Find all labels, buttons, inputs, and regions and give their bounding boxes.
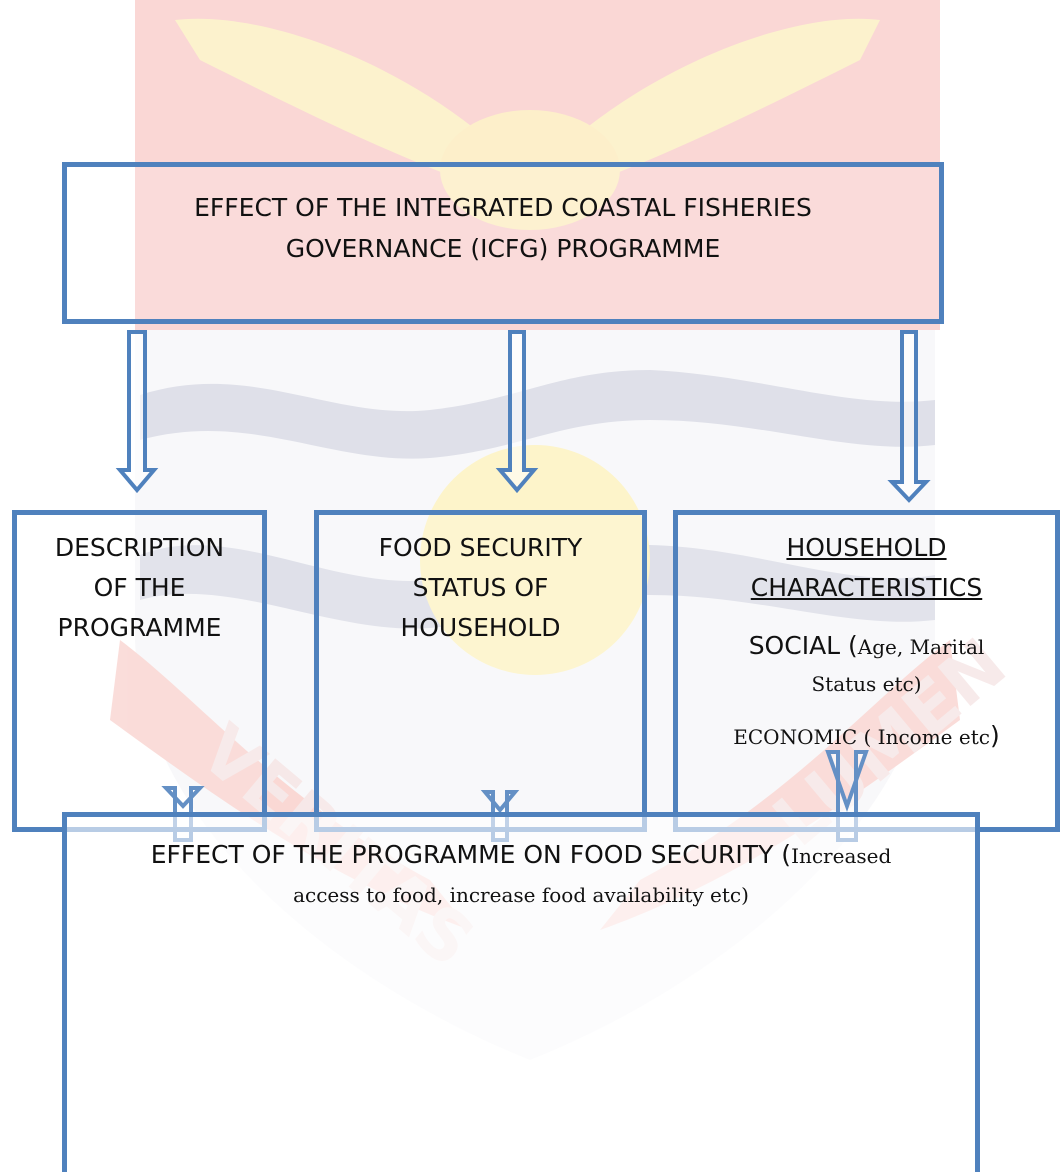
effect-box: EFFECT OF THE PROGRAMME ON FOOD SECURITY… — [62, 812, 980, 1172]
effect-label: EFFECT OF THE PROGRAMME ON FOOD SECURITY… — [150, 840, 792, 869]
economic-label: ECONOMIC ( Income etc — [733, 725, 990, 749]
programme-box: EFFECT OF THE INTEGRATED COASTAL FISHERI… — [62, 162, 944, 324]
crest-wave-1 — [140, 370, 935, 459]
social-label: SOCIAL ( — [748, 631, 858, 660]
arrow-top-to-description — [115, 330, 159, 494]
household-heading-line2: CHARACTERISTICS — [750, 573, 983, 602]
food-security-box: FOOD SECURITY STATUS OF HOUSEHOLD — [314, 510, 647, 832]
crest-wing-center — [440, 110, 620, 230]
effect-line1: EFFECT OF THE PROGRAMME ON FOOD SECURITY… — [67, 833, 975, 878]
description-line: OF THE — [93, 573, 186, 602]
social-detail-line2: Status etc) — [811, 672, 922, 696]
social-line: SOCIAL (Age, Marital — [678, 626, 1055, 667]
household-box: HOUSEHOLD CHARACTERISTICS SOCIAL (Age, M… — [673, 510, 1060, 832]
programme-title-line1: EFFECT OF THE INTEGRATED COASTAL FISHERI… — [194, 193, 812, 222]
economic-close: ) — [989, 721, 1000, 750]
description-line: DESCRIPTION — [54, 533, 225, 562]
effect-detail1: Increased — [791, 844, 892, 868]
economic-line: ECONOMIC ( Income etc) — [678, 719, 1055, 754]
description-line: PROGRAMME — [57, 613, 222, 642]
food-security-line: HOUSEHOLD — [400, 613, 561, 642]
arrow-top-to-food-security — [495, 330, 539, 494]
crest-wing-left — [175, 18, 520, 201]
description-box: DESCRIPTION OF THE PROGRAMME — [12, 510, 267, 832]
programme-title-line2: GOVERNANCE (ICFG) PROGRAMME — [285, 234, 721, 263]
social-detail: Age, Marital — [857, 635, 985, 659]
food-security-line: STATUS OF — [412, 573, 549, 602]
effect-detail2: access to food, increase food availabili… — [293, 883, 749, 907]
crest-wing-right — [540, 18, 880, 201]
food-security-line: FOOD SECURITY — [378, 533, 583, 562]
arrow-top-to-household — [887, 330, 931, 503]
household-heading-line1: HOUSEHOLD — [786, 533, 947, 562]
crest-sun — [420, 445, 650, 675]
